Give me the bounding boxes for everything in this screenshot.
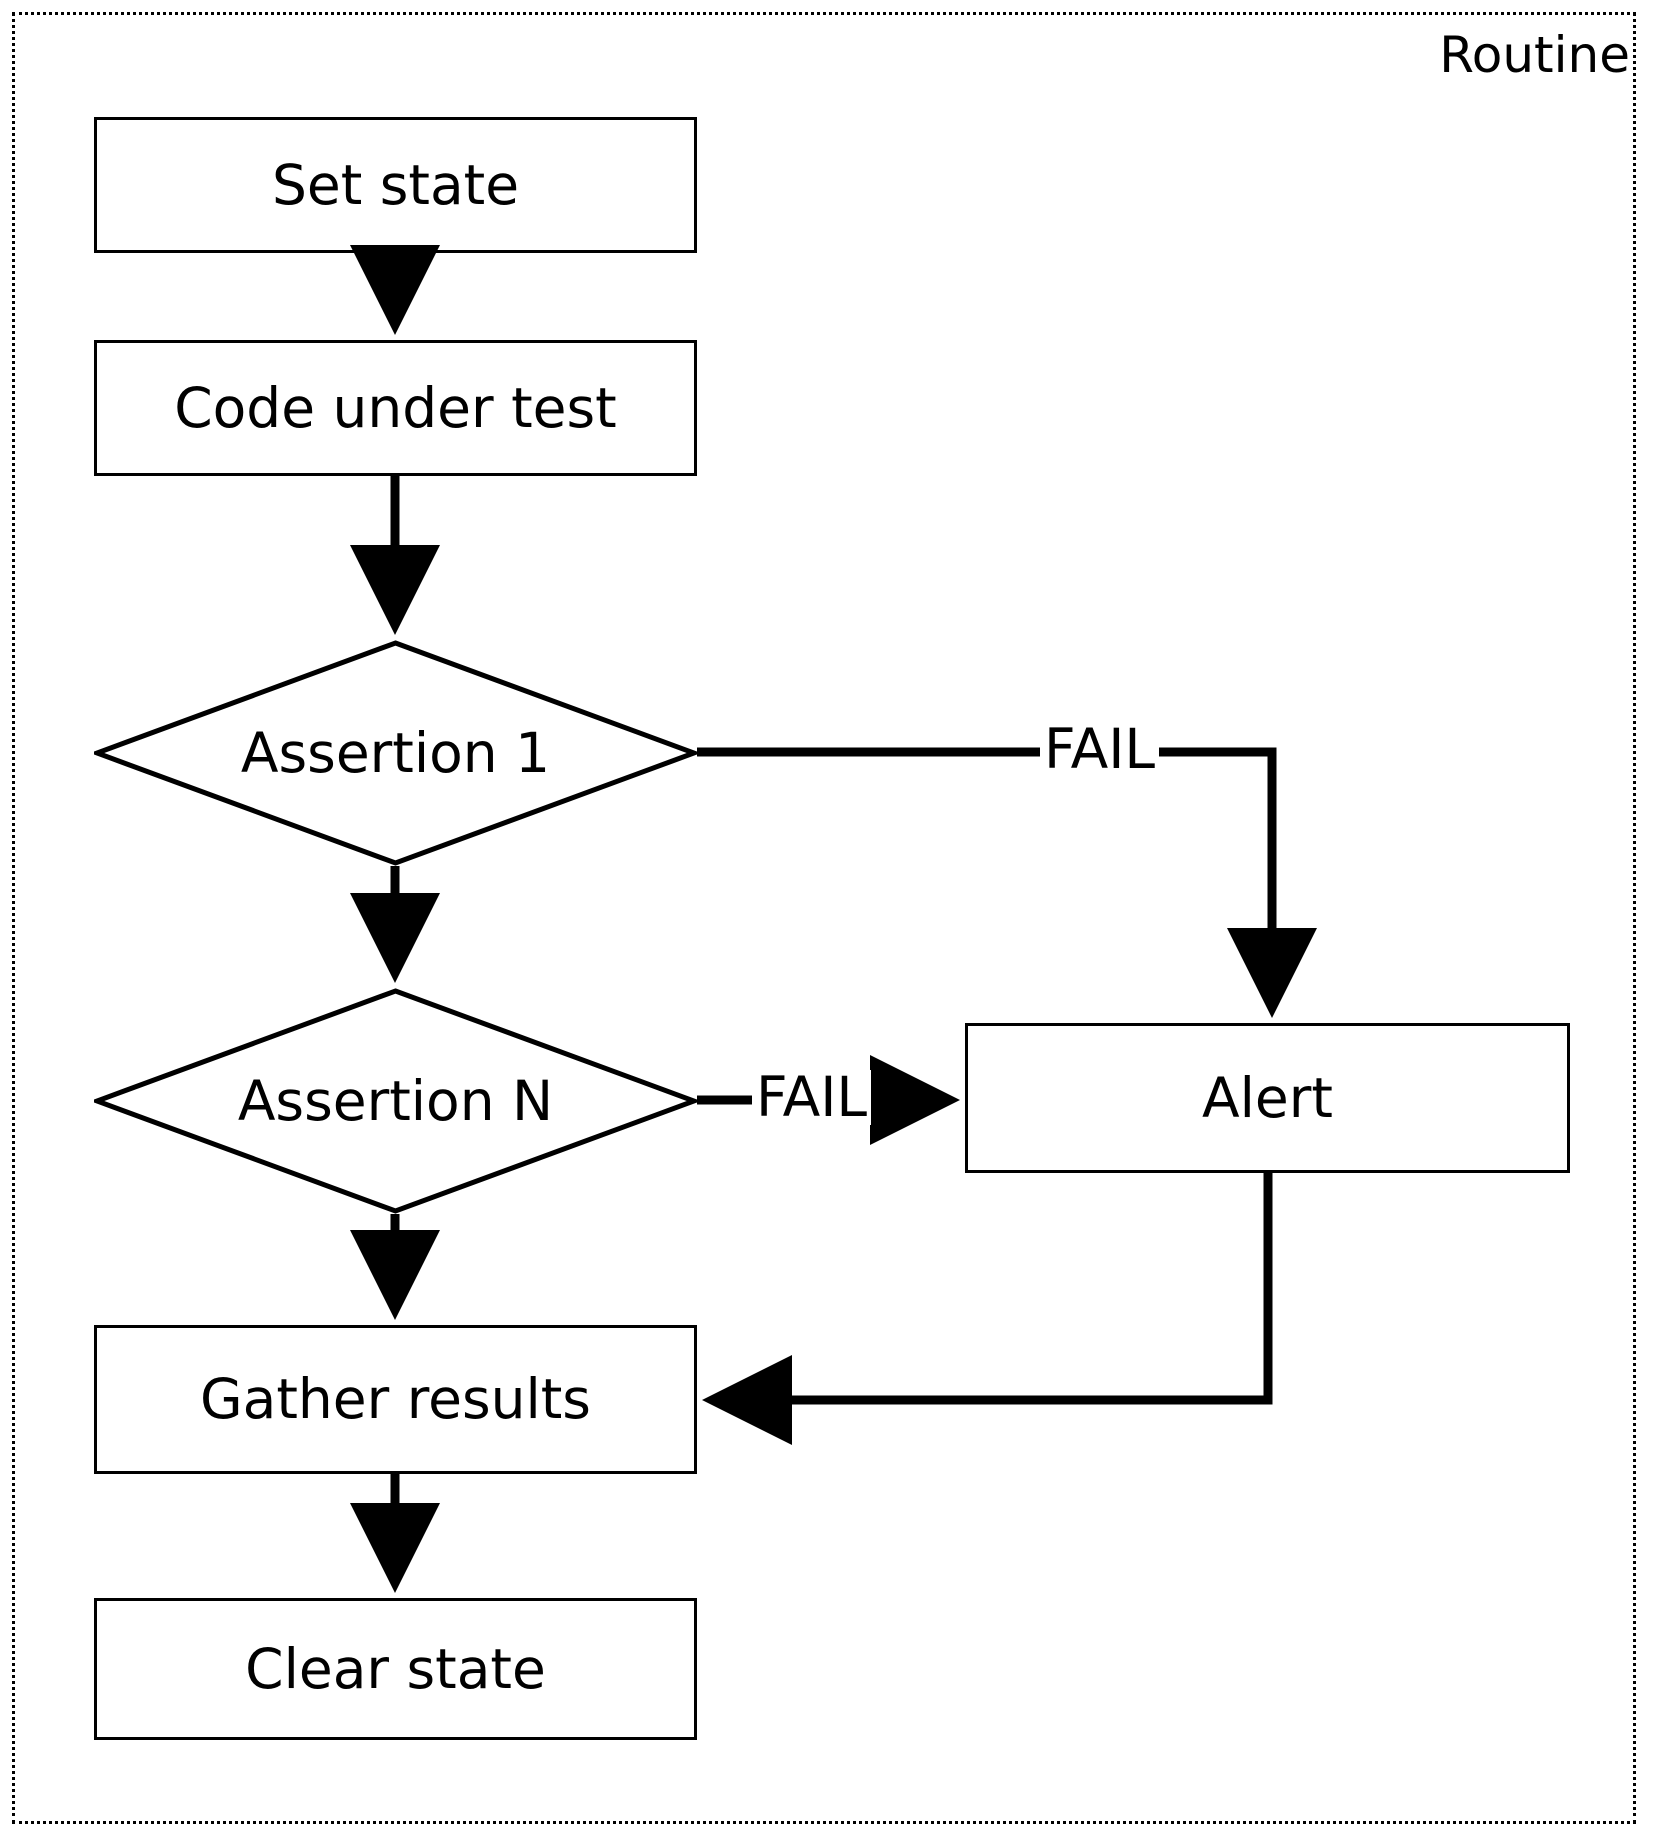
diamond-shape-assertion-n	[94, 988, 697, 1214]
edge-label-fail-assertion-n: FAIL	[752, 1070, 872, 1125]
node-assertion-n-label: Assertion N	[237, 1068, 554, 1133]
node-alert[interactable]: Alert	[965, 1023, 1570, 1173]
node-clear-state[interactable]: Clear state	[94, 1598, 697, 1740]
node-assertion-1-label: Assertion 1	[240, 720, 551, 785]
node-set-state-label: Set state	[271, 152, 520, 217]
node-assertion-1[interactable]: Assertion 1	[94, 640, 697, 866]
node-gather-results[interactable]: Gather results	[94, 1325, 697, 1474]
node-set-state[interactable]: Set state	[94, 117, 697, 253]
edge-label-fail-assertion-1: FAIL	[1040, 722, 1160, 777]
node-clear-state-label: Clear state	[245, 1636, 546, 1701]
node-assertion-n[interactable]: Assertion N	[94, 988, 697, 1214]
node-gather-results-label: Gather results	[200, 1367, 591, 1432]
node-code-under-test[interactable]: Code under test	[94, 340, 697, 476]
node-alert-label: Alert	[1202, 1065, 1333, 1130]
node-code-under-test-label: Code under test	[174, 375, 617, 440]
diamond-shape-assertion-1	[94, 640, 697, 866]
routine-title-label: Routine	[1439, 26, 1630, 84]
routine-boundary	[12, 12, 1636, 1824]
